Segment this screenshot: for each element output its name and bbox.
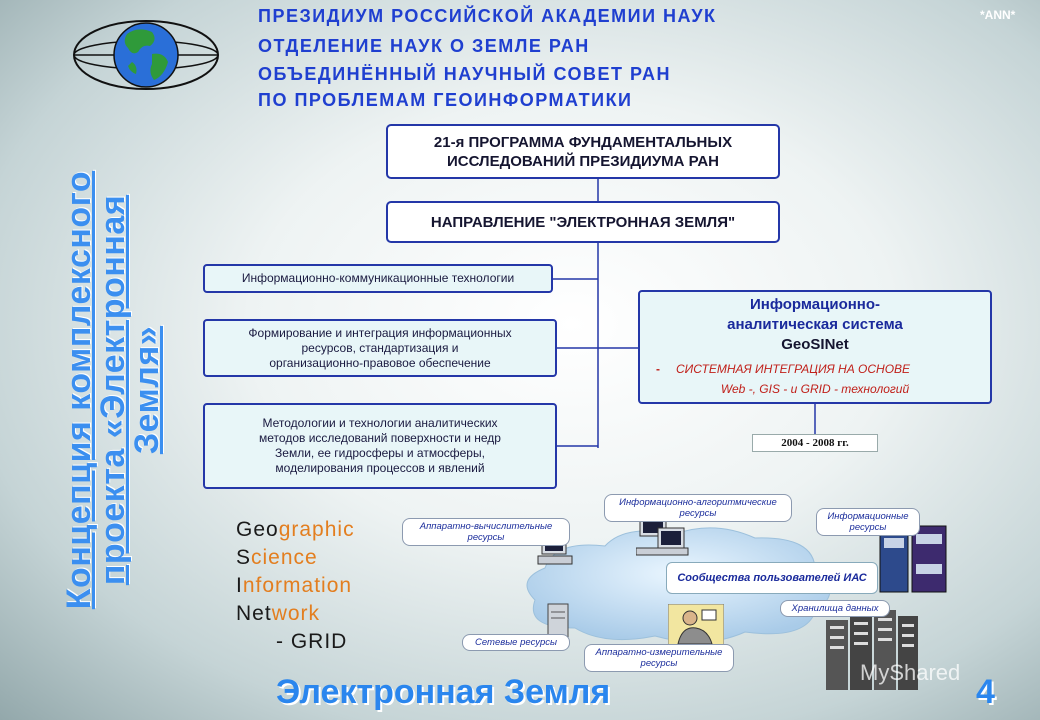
watermark: MyShared [860,660,961,685]
methods-box: Методологии и технологии аналитических м… [203,403,557,489]
page-number: 4 [976,673,995,711]
info-system-line-1: Информационно- [749,296,881,313]
program-box: 21-я ПРОГРАММА ФУНДАМЕНТАЛЬНЫХ ИССЛЕДОВА… [386,124,780,179]
program-line-1: 21-я ПРОГРАММА ФУНДАМЕНТАЛЬНЫХ [433,133,733,151]
gsin-initial: Net [236,602,272,625]
ict-label: Информационно-коммуникационные технологи… [241,271,515,285]
measure-resources-label: Аппаратно-измерительные ресурсы [584,644,734,672]
header-line-2: ОТДЕЛЕНИЕ НАУК О ЗЕМЛЕ РАН [258,36,590,56]
methods-line-3: Земли, ее гидросферы и атмосферы, [275,446,485,460]
gsin-line-4: Network [236,600,320,628]
methods-line-4: моделирования процессов и явлений [275,461,485,475]
gsin-initial: I [236,574,243,597]
gsin-initial: S [236,546,252,569]
resources-line-3: организационно-правовое обеспечение [269,355,491,370]
info-system-line-5: Web -, GIS - и GRID - технологий [720,382,910,396]
community-label: Сообщества пользователей ИАС [677,572,867,584]
resources-box: Формирование и интеграция информационных… [203,319,557,377]
globe-logo [72,16,220,94]
algo-resources-label: Информационно-алгоритмические ресурсы [604,494,792,522]
methods-line-2: методов исследований поверхности и недр [259,431,501,445]
years-label: 2004 - 2008 гг. [752,434,878,452]
gsin-rest: nformation [242,574,353,597]
gsin-line-5: - GRID [276,630,348,653]
program-line-2: ИССЛЕДОВАНИЙ ПРЕЗИДИУМА РАН [446,152,720,170]
researcher-illustration [668,604,724,648]
cabinet-icon [879,525,947,593]
resources-line-1: Формирование и интеграция информационных [248,325,512,340]
info-system-line-4: СИСТЕМНАЯ ИНТЕГРАЦИЯ НА ОСНОВЕ [676,362,911,376]
info-system-line-2: аналитическая система [727,316,903,333]
info-resources-label: Информационные ресурсы [816,508,920,536]
net-resources-label: Сетевые ресурсы [462,634,570,651]
ict-box: Информационно-коммуникационные технологи… [203,264,553,293]
info-system-bullet: - [656,362,660,376]
resources-line-2: ресурсов, стандартизация и [301,340,459,355]
community-box: Сообщества пользователей ИАС [666,562,878,594]
gsin-line-2: Science [236,544,318,572]
header-line-3: ОБЪЕДИНЁННЫЙ НАУЧНЫЙ СОВЕТ РАН [258,64,671,84]
hw-resources-label: Аппаратно-вычислительные ресурсы [402,518,570,546]
gsin-line-3: Information [236,572,352,600]
corner-tag: *ANN* [980,8,1016,22]
header-line-1: ПРЕЗИДИУМ РОССИЙСКОЙ АКАДЕМИИ НАУК [258,6,717,26]
direction-box: НАПРАВЛЕНИЕ "ЭЛЕКТРОННАЯ ЗЕМЛЯ" [386,201,780,243]
years-text: 2004 - 2008 гг. [781,437,849,449]
gsin-line-1: Geographic [236,516,355,544]
gsin-initial: Geo [236,518,279,541]
gsin-rest: graphic [278,518,355,541]
header-line-4: ПО ПРОБЛЕМАМ ГЕОИНФОРМАТИКИ [258,90,633,110]
direction-label: НАПРАВЛЕНИЕ "ЭЛЕКТРОННАЯ ЗЕМЛЯ" [430,213,736,231]
gsin-rest: work [271,602,321,625]
info-system-line-3: GeoSINet [781,336,849,353]
storage-rack-icon [826,610,918,690]
footer-title: Электронная Земля [276,673,611,711]
info-system-box: Информационно- аналитическая система Geo… [638,290,992,404]
methods-line-1: Методологии и технологии аналитических [262,416,498,430]
storage-label: Хранилища данных [780,600,890,617]
gsin-rest: cience [251,546,318,569]
